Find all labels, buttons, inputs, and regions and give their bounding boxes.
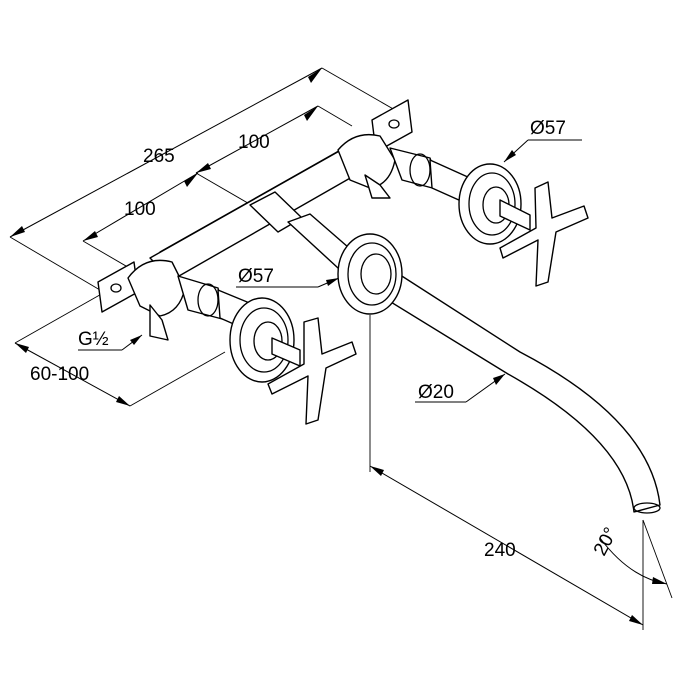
thread-label: G½ [78,329,109,350]
cross-handle-right [499,181,589,287]
dim-100-right-label: 100 [238,132,270,153]
dim-100-left-label: 100 [124,199,156,220]
dimension-265 [9,67,396,291]
dimension-angle-20 [599,519,673,599]
dim-d57-right-label: Ø57 [530,118,566,139]
handle-rosette-right [458,163,522,245]
handle-rosette-left [229,297,295,383]
leader-thread [78,334,143,351]
leader-d57-left [236,277,340,288]
valve-housing-right [337,133,471,206]
leader-d20 [415,373,506,403]
spout-rosette [337,233,403,315]
leader-d57-right [503,139,582,163]
dim-240-label: 240 [484,540,516,561]
dim-60-100-label: 60-100 [30,364,89,385]
dimension-60-100 [14,291,226,407]
dimension-240 [369,315,644,630]
spout [367,261,661,514]
dim-angle-label: 20° [590,524,622,559]
dim-265-label: 265 [143,146,175,167]
cross-handle-left [267,317,357,425]
dim-d20-label: Ø20 [418,382,454,403]
dim-d57-left-label: Ø57 [238,266,274,287]
